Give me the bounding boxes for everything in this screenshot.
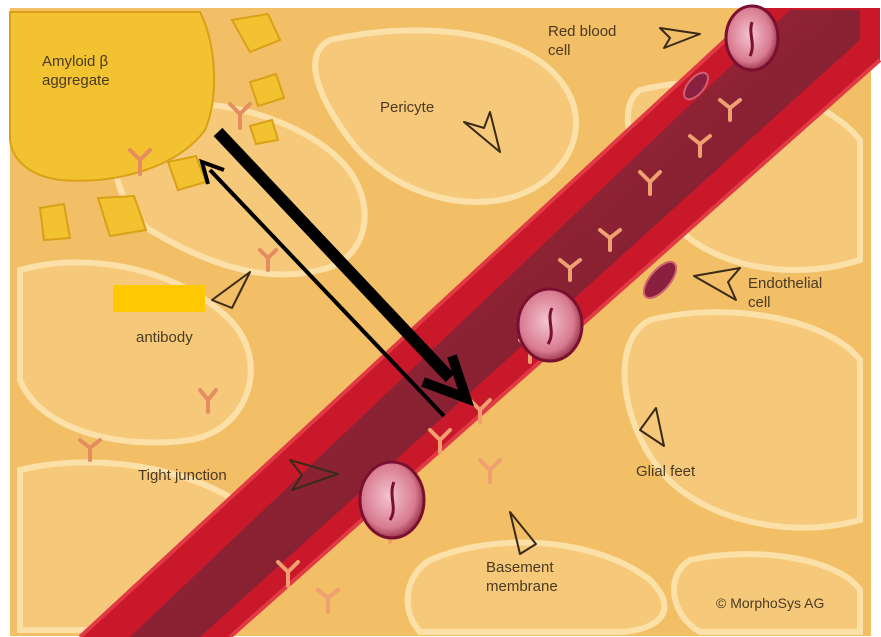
label-red-blood-cell: Red blood cell bbox=[548, 22, 616, 60]
label-basement-membrane: Basement membrane bbox=[486, 558, 558, 596]
label-tight-junction: Tight junction bbox=[138, 466, 227, 485]
label-amyloid-aggregate: Amyloid β aggregate bbox=[42, 52, 110, 90]
redaction-box bbox=[113, 285, 205, 312]
copyright-notice: © MorphoSys AG bbox=[716, 594, 824, 613]
label-endothelial-cell: Endothelial cell bbox=[748, 274, 822, 312]
amyloid-fragment bbox=[40, 204, 70, 240]
label-pericyte: Pericyte bbox=[380, 98, 434, 117]
label-antibody: antibody bbox=[136, 328, 193, 347]
label-glial-feet: Glial feet bbox=[636, 462, 695, 481]
